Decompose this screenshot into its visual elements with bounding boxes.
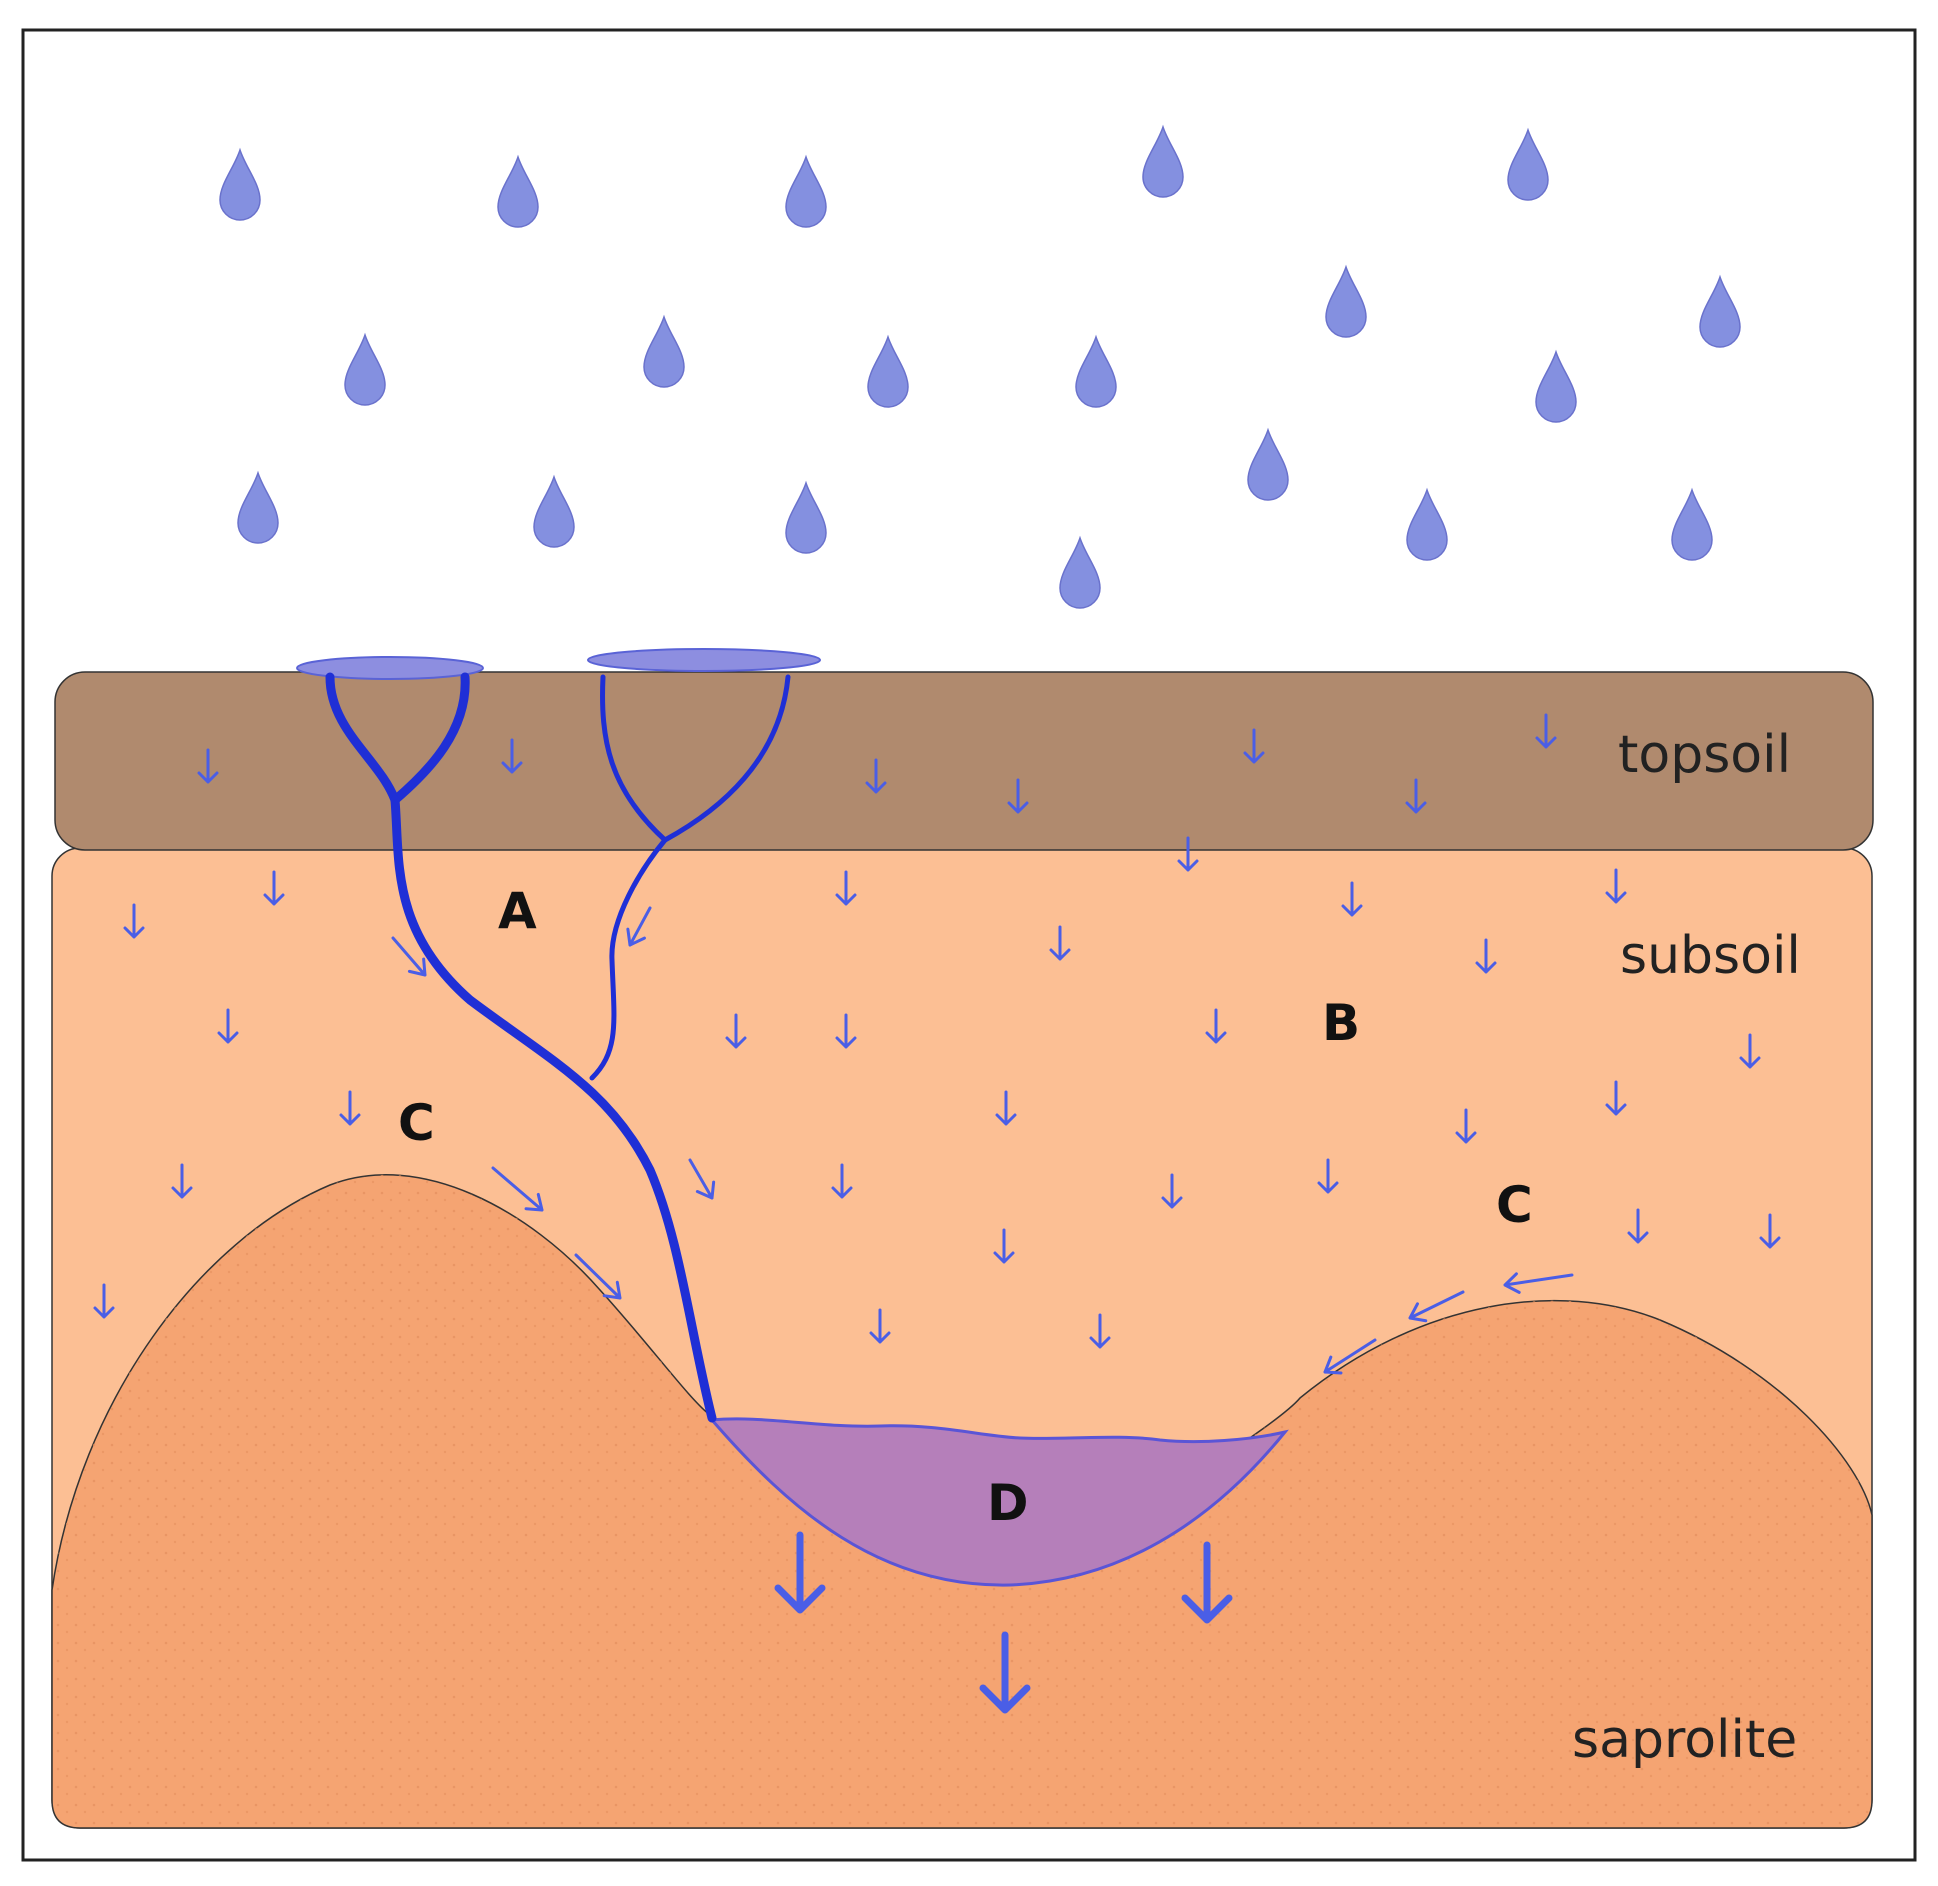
raindrop-icon	[867, 334, 909, 408]
raindrop-icon	[1535, 349, 1577, 423]
raindrop-icon	[237, 470, 279, 544]
down-arrow-icon	[869, 1308, 891, 1344]
label-d: D	[987, 1474, 1029, 1532]
raindrop-icon	[1325, 264, 1367, 338]
raindrop-icon	[1507, 127, 1549, 201]
down-arrow-icon	[1627, 1208, 1649, 1244]
down-arrow-icon	[865, 758, 887, 794]
down-arrow-icon	[835, 1013, 857, 1049]
surface-puddle-right	[587, 648, 821, 672]
down-arrow-icon	[1317, 1158, 1339, 1194]
raindrop-icon	[344, 332, 386, 406]
raindrop-icon	[533, 474, 575, 548]
flow-arrow-icon	[1408, 1290, 1465, 1323]
raindrop-icon	[1059, 535, 1101, 609]
raindrop-icon	[1699, 274, 1741, 348]
down-arrow-icon	[1089, 1313, 1111, 1349]
down-arrow-icon	[979, 1631, 1031, 1714]
label-a: A	[498, 882, 537, 940]
down-arrow-icon	[501, 738, 523, 774]
down-arrow-icon	[1605, 868, 1627, 904]
down-arrow-icon	[1739, 1033, 1761, 1069]
label-c-right: C	[1496, 1176, 1533, 1234]
down-arrow-icon	[1605, 1080, 1627, 1116]
down-arrow-icon	[835, 870, 857, 906]
layer-label-topsoil: topsoil	[1618, 725, 1791, 785]
flow-arrow-icon	[1323, 1338, 1377, 1375]
label-c-left: C	[398, 1094, 435, 1152]
down-arrow-icon	[1475, 938, 1497, 974]
down-arrow-icon	[774, 1531, 826, 1614]
down-arrow-icon	[1535, 713, 1557, 749]
down-arrow-icon	[123, 903, 145, 939]
layer-label-subsoil: subsoil	[1620, 926, 1801, 986]
label-b: B	[1322, 994, 1360, 1052]
down-arrow-icon	[725, 1013, 747, 1049]
raindrop-icon	[497, 154, 539, 228]
down-arrow-icon	[1007, 778, 1029, 814]
raindrop-icon	[1671, 487, 1713, 561]
down-arrow-icon	[339, 1090, 361, 1126]
flow-arrow-icon	[626, 906, 652, 947]
flow-arrow-icon	[1503, 1272, 1574, 1294]
down-arrow-icon	[93, 1283, 115, 1319]
down-arrow-icon	[1341, 881, 1363, 917]
down-arrow-icon	[995, 1090, 1017, 1126]
down-arrow-icon	[171, 1163, 193, 1199]
raindrop-icon	[643, 314, 685, 388]
raindrop-icon	[219, 147, 261, 221]
down-arrow-icon	[197, 748, 219, 784]
raindrop-icon	[1406, 487, 1448, 561]
flow-arrow-icon	[491, 1166, 544, 1212]
raindrop-icon	[785, 154, 827, 228]
down-arrow-icon	[1049, 925, 1071, 961]
down-arrow-icon	[263, 870, 285, 906]
raindrop-icon	[1247, 427, 1289, 501]
topsoil-layer	[54, 671, 1874, 851]
deep-drainage-arrows	[774, 1531, 1233, 1714]
flow-arrow-icon	[574, 1253, 622, 1300]
raindrop-icon	[1075, 334, 1117, 408]
down-arrow-icon	[1405, 778, 1427, 814]
down-arrow-icon	[1205, 1008, 1227, 1044]
lateral-flow-arrows	[391, 906, 1574, 1375]
down-arrow-icon	[993, 1228, 1015, 1264]
down-arrow-icon	[1181, 1541, 1233, 1624]
percolation-arrows	[93, 713, 1781, 1349]
down-arrow-icon	[1243, 728, 1265, 764]
flow-arrow-icon	[391, 936, 427, 977]
down-arrow-icon	[1177, 836, 1199, 872]
down-arrow-icon	[831, 1163, 853, 1199]
layer-label-saprolite: saprolite	[1572, 1710, 1797, 1770]
raindrop-icon	[1142, 124, 1184, 198]
saprolite-layer	[51, 1174, 1873, 1829]
down-arrow-icon	[1455, 1108, 1477, 1144]
raindrops	[219, 124, 1741, 609]
raindrop-icon	[785, 480, 827, 554]
pond-water	[708, 1417, 1289, 1587]
flow-arrow-icon	[688, 1158, 716, 1200]
down-arrow-icon	[217, 1008, 239, 1044]
preferential-flow-paths	[325, 672, 791, 1423]
surface-puddle-left	[296, 656, 484, 680]
down-arrow-icon	[1759, 1213, 1781, 1249]
down-arrow-icon	[1161, 1173, 1183, 1209]
